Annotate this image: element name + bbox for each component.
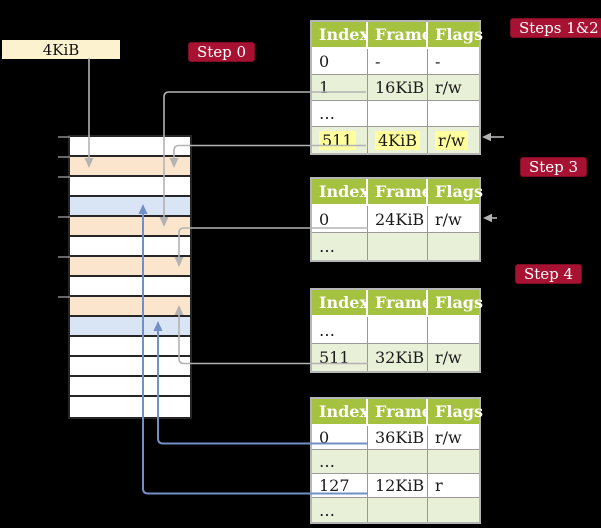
table4-cell bbox=[428, 450, 479, 474]
badge-steps-1-2: Steps 1&2 bbox=[510, 18, 601, 38]
table3-cell bbox=[428, 317, 479, 344]
memory-frame-row-white bbox=[70, 397, 190, 417]
table1-cell: 0 bbox=[312, 49, 368, 75]
memory-frame-row-white bbox=[70, 337, 190, 357]
memory-frame-row-peach bbox=[70, 157, 190, 177]
table4-cell bbox=[368, 450, 428, 474]
table-row: 127 12KiB r bbox=[312, 474, 479, 498]
arrowhead-stub-to-table2row0 bbox=[483, 213, 492, 223]
badge-step-3: Step 3 bbox=[520, 157, 588, 177]
memory-frame-row-white bbox=[70, 357, 190, 377]
table1-cell: 1 bbox=[312, 75, 368, 101]
table-row: … bbox=[312, 498, 479, 522]
table3-header-flags: Flags bbox=[428, 290, 483, 315]
table1-cell: r/w bbox=[428, 75, 479, 101]
memory-frame-row-peach bbox=[70, 217, 190, 237]
table-row: … bbox=[312, 101, 479, 127]
table4-cell: … bbox=[312, 498, 368, 522]
page-table-3: Index Frame Flags … 511 32KiB r/w bbox=[310, 288, 483, 373]
table1-header-frame: Frame bbox=[368, 22, 432, 47]
table4-cell: 127 bbox=[312, 474, 368, 498]
page-table-1: Index Frame Flags 0 - - 1 16KiB r/w … 51… bbox=[310, 20, 483, 155]
table4-header-flags: Flags bbox=[428, 399, 483, 424]
table4-header-row: Index Frame Flags bbox=[312, 399, 483, 426]
table3-cell: … bbox=[312, 317, 368, 344]
table-row: … bbox=[312, 233, 479, 260]
table1-cell: 4KiB bbox=[368, 127, 428, 153]
table2-cell: … bbox=[312, 233, 368, 260]
table4-cell: r/w bbox=[428, 426, 479, 450]
memory-frame-row-white bbox=[70, 237, 190, 257]
table4-cell bbox=[368, 498, 428, 522]
table3-cell bbox=[368, 317, 428, 344]
table3-cell: 32KiB bbox=[368, 344, 428, 371]
highlight-mark: 511 bbox=[319, 130, 356, 150]
memory-frame-row-blue bbox=[70, 317, 190, 337]
table4-header-index: Index bbox=[312, 399, 369, 424]
table3-header-frame: Frame bbox=[368, 290, 432, 315]
table4-cell: 12KiB bbox=[368, 474, 428, 498]
memory-frame-row-white bbox=[70, 377, 190, 397]
table4-cell bbox=[428, 498, 479, 522]
table-row: … bbox=[312, 450, 479, 474]
memory-frame-row-peach bbox=[70, 297, 190, 317]
page-size-label: 4KiB bbox=[42, 40, 80, 59]
table2-header-index: Index bbox=[312, 179, 369, 204]
table2-header-frame: Frame bbox=[368, 179, 432, 204]
table3-cell: 511 bbox=[312, 344, 368, 371]
badge-step-0: Step 0 bbox=[188, 42, 256, 62]
badge-step-0-label: Step 0 bbox=[197, 43, 247, 61]
table1-header-index: Index bbox=[312, 22, 369, 47]
table1-header-flags: Flags bbox=[428, 22, 483, 47]
badge-step-4-label: Step 4 bbox=[524, 265, 574, 283]
table2-cell: r/w bbox=[428, 206, 479, 233]
table1-cell: - bbox=[368, 49, 428, 75]
table3-header-index: Index bbox=[312, 290, 369, 315]
table4-cell: 0 bbox=[312, 426, 368, 450]
table4-cell: … bbox=[312, 450, 368, 474]
table2-cell bbox=[368, 233, 428, 260]
page-table-2: Index Frame Flags 0 24KiB r/w … bbox=[310, 177, 483, 262]
table4-cell: r bbox=[428, 474, 479, 498]
table1-cell bbox=[428, 101, 479, 127]
memory-frame-row-white bbox=[70, 137, 190, 157]
table2-header-row: Index Frame Flags bbox=[312, 179, 483, 206]
memory-frame-row-peach bbox=[70, 257, 190, 277]
table-row: 0 24KiB r/w bbox=[312, 206, 479, 233]
badge-steps-1-2-label: Steps 1&2 bbox=[519, 19, 599, 37]
table3-header-row: Index Frame Flags bbox=[312, 290, 483, 317]
table1-cell: r/w bbox=[428, 127, 479, 153]
table4-header-frame: Frame bbox=[368, 399, 432, 424]
table-row: 1 16KiB r/w bbox=[312, 75, 479, 101]
table1-header-row: Index Frame Flags bbox=[312, 22, 483, 49]
table-row: 0 - - bbox=[312, 49, 479, 75]
table4-cell: 36KiB bbox=[368, 426, 428, 450]
table-row: 0 36KiB r/w bbox=[312, 426, 479, 450]
arrowhead-stub-to-table1row511 bbox=[482, 132, 491, 142]
page-size-box: 4KiB bbox=[2, 40, 120, 59]
table1-cell bbox=[368, 101, 428, 127]
table-row: 511 32KiB r/w bbox=[312, 344, 479, 371]
badge-step-4: Step 4 bbox=[515, 264, 583, 284]
table2-cell: 24KiB bbox=[368, 206, 428, 233]
table1-cell: - bbox=[428, 49, 479, 75]
page-table-4: Index Frame Flags 0 36KiB r/w … 127 12Ki… bbox=[310, 397, 483, 524]
badge-step-3-label: Step 3 bbox=[529, 158, 579, 176]
highlight-mark: 4KiB bbox=[375, 130, 421, 150]
table-row: … bbox=[312, 317, 479, 344]
table-row-highlighted: 511 4KiB r/w bbox=[312, 127, 479, 153]
table3-cell: r/w bbox=[428, 344, 479, 371]
table1-cell: 16KiB bbox=[368, 75, 428, 101]
table2-header-flags: Flags bbox=[428, 179, 483, 204]
table2-cell: 0 bbox=[312, 206, 368, 233]
memory-frame-row-white bbox=[70, 277, 190, 297]
highlight-mark: r/w bbox=[435, 130, 468, 150]
table2-cell bbox=[428, 233, 479, 260]
table1-cell: 511 bbox=[312, 127, 368, 153]
memory-column bbox=[68, 135, 192, 419]
memory-frame-row-white bbox=[70, 177, 190, 197]
table1-cell: … bbox=[312, 101, 368, 127]
memory-frame-row-blue bbox=[70, 197, 190, 217]
